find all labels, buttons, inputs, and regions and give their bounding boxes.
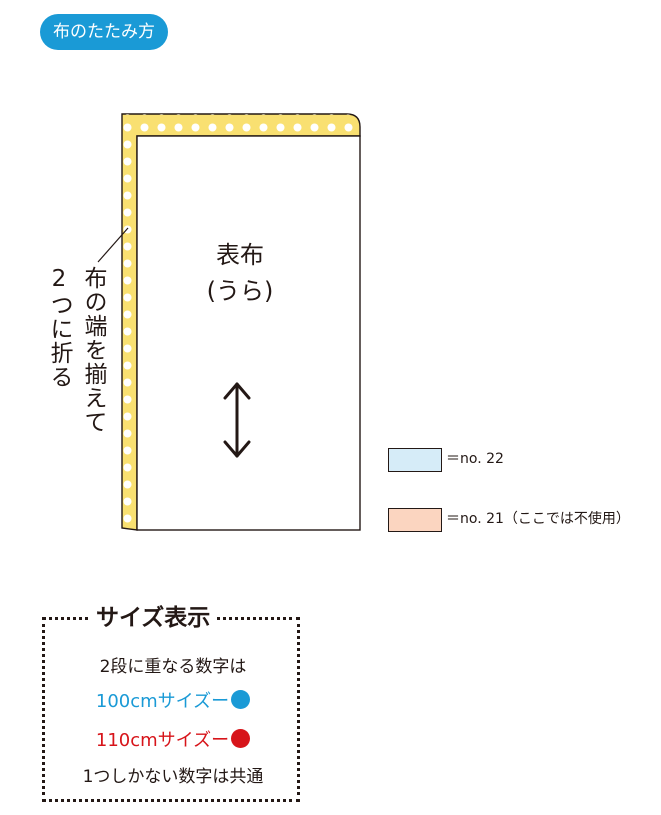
size-legend-line-4: 1つしかない数字は共通	[82, 767, 264, 787]
outer-fabric-panel	[136, 135, 361, 531]
fabric-label-line2: (うら)	[206, 277, 274, 305]
grain-line-arrow-icon	[223, 382, 251, 458]
legend-swatch-no22	[388, 448, 442, 472]
red-dot-icon	[231, 729, 251, 748]
legend-swatch-no21	[388, 508, 442, 532]
section-label: 布のたたみ方	[40, 14, 168, 50]
size-legend-line-1: 2段に重なる数字は	[99, 657, 247, 677]
fold-note-column-1: 布の端を揃えて	[80, 266, 106, 434]
size-legend-line-3: 110cmサイズー	[62, 729, 284, 753]
legend-label-no22: ＝no. 22	[446, 451, 504, 467]
size-legend-line-2: 100cmサイズー	[62, 690, 284, 714]
size-legend-title: サイズ表示	[90, 603, 217, 633]
fold-note-column-2: 2つに折る	[46, 266, 72, 389]
fold-note-leader-line	[97, 227, 129, 263]
legend-label-no21: ＝no. 21（ここでは不使用）	[446, 511, 630, 527]
blue-dot-icon	[231, 690, 251, 709]
size-110cm-label: 110cmサイズー	[95, 730, 230, 751]
fabric-label-line1: 表布	[216, 241, 264, 269]
size-100cm-label: 100cmサイズー	[95, 691, 230, 712]
